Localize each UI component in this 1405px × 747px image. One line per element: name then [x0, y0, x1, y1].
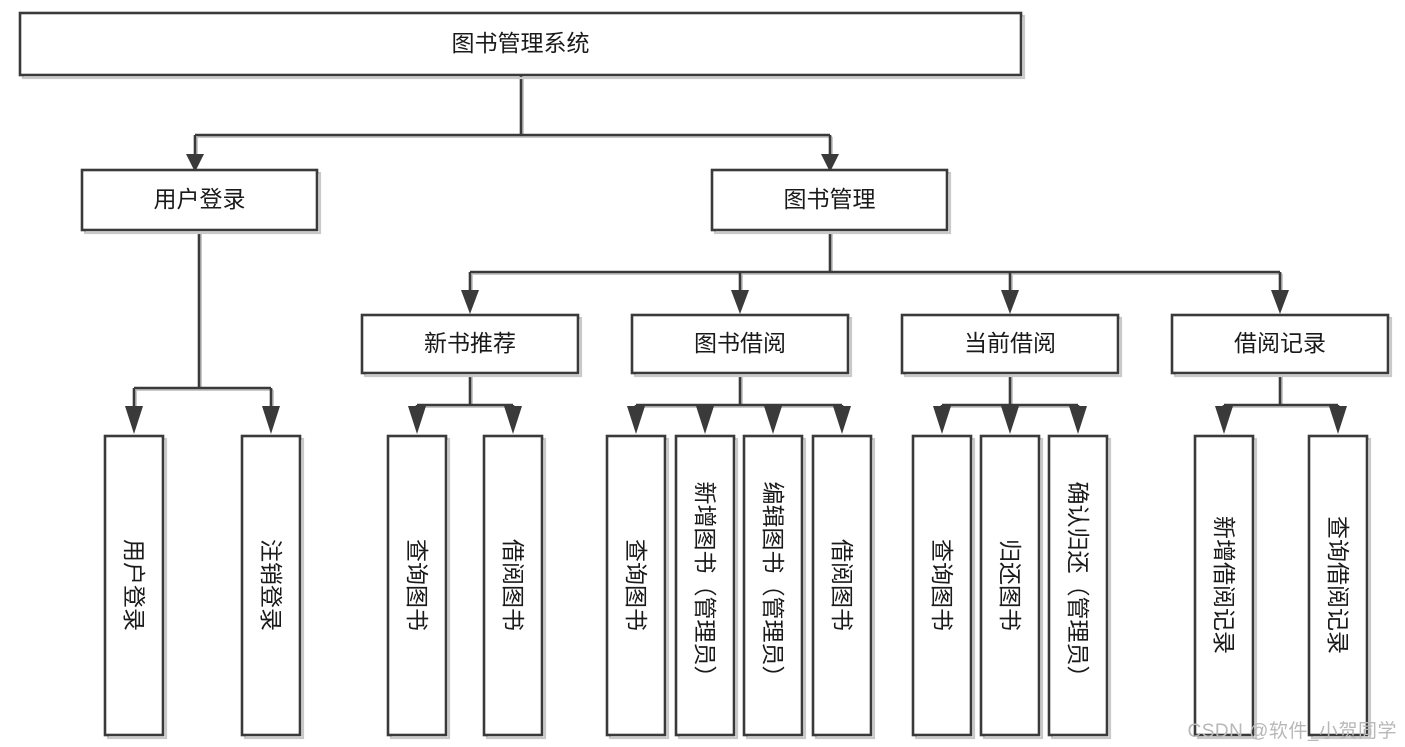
arrow-head-current-borrow [1001, 290, 1019, 314]
arrow-head-leaf-borrow-book-2 [833, 406, 851, 434]
arrow-head-leaf-borrow-book-1 [504, 406, 522, 434]
node-borrow-record[interactable]: 借阅记录 [1170, 313, 1393, 378]
arrow-head-user-login [186, 154, 204, 172]
arrow-head-leaf-query-book-1 [408, 406, 426, 434]
node-current-borrow-label: 当前借阅 [964, 330, 1056, 356]
arrow-head-leaf-query-record [1329, 406, 1347, 434]
csdn-watermark: CSDN @软件_小贺同学 [1187, 721, 1397, 742]
node-leaf-borrow-book-2-label: 借阅图书 [829, 539, 855, 631]
node-leaf-add-record-label: 新增借阅记录 [1211, 516, 1237, 654]
node-user-login-label: 用户登录 [154, 186, 246, 212]
node-leaf-add-book-label: 新增图书（管理员） [692, 482, 718, 689]
node-leaf-query-book-2[interactable]: 查询图书 [605, 434, 670, 740]
node-book-borrow[interactable]: 图书借阅 [630, 313, 853, 378]
node-book-management[interactable]: 图书管理 [710, 168, 952, 235]
connector-group-userlogin-to-leaves [125, 232, 280, 434]
node-leaf-query-book-3-label: 查询图书 [929, 539, 955, 631]
arrow-head-leaf-add-book [696, 406, 714, 434]
node-current-borrow[interactable]: 当前借阅 [900, 313, 1123, 378]
arrow-head-leaf-query-book-3 [933, 406, 951, 434]
node-leaf-borrow-book-2[interactable]: 借阅图书 [811, 434, 876, 740]
arrow-head-book-management [821, 154, 839, 172]
connector-group-newbook-to-leaves [408, 375, 522, 434]
node-book-management-label: 图书管理 [784, 186, 876, 212]
node-leaf-user-login-label: 用户登录 [121, 539, 147, 631]
arrow-head-leaf-user-login [125, 406, 143, 434]
node-leaf-user-logout[interactable]: 注销登录 [240, 434, 305, 740]
arrow-head-book-borrow [731, 290, 749, 314]
node-leaf-add-record[interactable]: 新增借阅记录 [1193, 434, 1258, 740]
node-leaf-borrow-book-1-label: 借阅图书 [500, 539, 526, 631]
node-leaf-query-book-1-label: 查询图书 [404, 539, 430, 631]
node-borrow-record-label: 借阅记录 [1234, 330, 1326, 356]
connector-group-root-to-level2 [186, 76, 839, 172]
node-new-book-recommend[interactable]: 新书推荐 [360, 313, 583, 378]
node-leaf-query-record[interactable]: 查询借阅记录 [1307, 434, 1372, 740]
arrow-head-leaf-query-book-2 [627, 406, 645, 434]
node-leaf-user-logout-label: 注销登录 [258, 539, 284, 631]
node-book-borrow-label: 图书借阅 [694, 330, 786, 356]
arrow-head-leaf-return-book [1001, 406, 1019, 434]
node-new-book-recommend-label: 新书推荐 [424, 330, 516, 356]
node-leaf-edit-book[interactable]: 编辑图书（管理员） [742, 434, 807, 740]
node-leaf-return-book[interactable]: 归还图书 [979, 434, 1044, 740]
node-leaf-borrow-book-1[interactable]: 借阅图书 [482, 434, 547, 740]
node-leaf-return-book-label: 归还图书 [997, 539, 1023, 631]
arrow-head-leaf-user-logout [262, 406, 280, 434]
node-user-login[interactable]: 用户登录 [80, 168, 322, 235]
node-leaf-query-record-label: 查询借阅记录 [1325, 516, 1351, 654]
arrow-head-leaf-add-record [1215, 406, 1233, 434]
node-leaf-query-book-3[interactable]: 查询图书 [911, 434, 976, 740]
node-root[interactable]: 图书管理系统 [18, 11, 1026, 80]
node-leaf-confirm-return[interactable]: 确认归还（管理员） [1047, 434, 1112, 740]
connector-group-bookmgmt-to-level3 [461, 232, 1289, 314]
arrow-head-borrow-record [1271, 290, 1289, 314]
node-leaf-confirm-return-label: 确认归还（管理员） [1065, 482, 1091, 689]
connector-group-bookborrow-to-leaves [627, 375, 851, 434]
connector-group-borrowrecord-to-leaves [1215, 375, 1347, 434]
node-leaf-user-login[interactable]: 用户登录 [103, 434, 168, 740]
node-leaf-query-book-1[interactable]: 查询图书 [386, 434, 451, 740]
node-leaf-add-book[interactable]: 新增图书（管理员） [674, 434, 739, 740]
connector-group-currentborrow-to-leaves [933, 375, 1087, 434]
arrow-head-leaf-edit-book [764, 406, 782, 434]
node-leaf-edit-book-label: 编辑图书（管理员） [760, 482, 786, 689]
arrow-head-leaf-confirm-return [1069, 406, 1087, 434]
node-leaf-query-book-2-label: 查询图书 [623, 539, 649, 631]
node-root-label: 图书管理系统 [452, 30, 590, 56]
arrow-head-new-book-recommend [461, 290, 479, 314]
